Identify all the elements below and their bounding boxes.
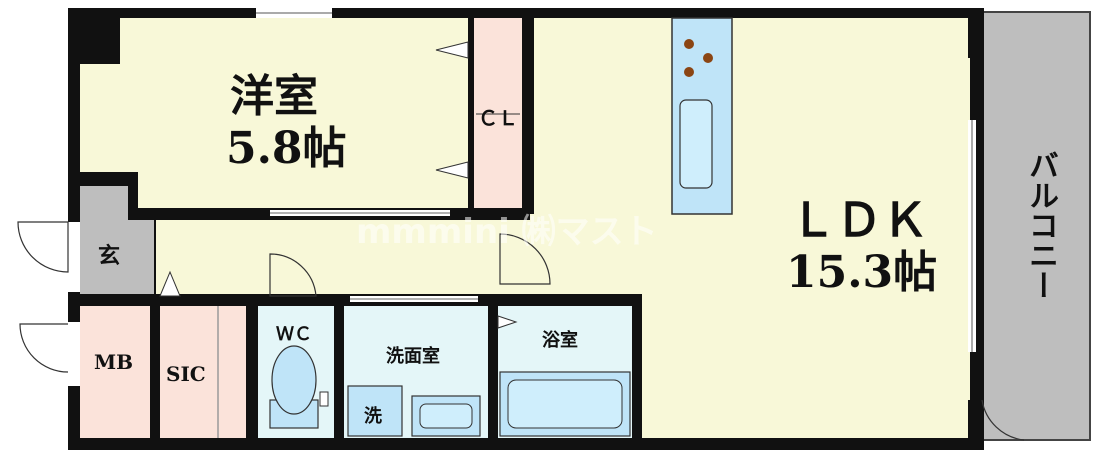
sic-area xyxy=(160,306,246,438)
mb-label: MB xyxy=(94,350,134,374)
entrance-area xyxy=(80,220,154,294)
entrance-label: 玄 xyxy=(98,243,121,269)
watermark: mmmini ㈱マスト xyxy=(356,212,658,252)
mb-area xyxy=(80,306,152,438)
hallway-area xyxy=(156,220,490,294)
ldk-name: ＬＤＫ xyxy=(790,193,928,247)
wc-label: ＷＣ xyxy=(276,324,312,345)
sic-label: SIC xyxy=(166,362,206,386)
kitchen-sink xyxy=(679,99,713,189)
toilet-bowl xyxy=(271,345,317,415)
washer-space xyxy=(347,385,403,437)
balcony-area xyxy=(977,11,1091,441)
western-room-name: 洋室 xyxy=(230,71,318,122)
washroom-label: 洗面室 xyxy=(386,346,440,367)
balcony-label: バルコニー xyxy=(1023,150,1058,300)
bath-label: 浴室 xyxy=(542,330,578,351)
washer-label: 洗 xyxy=(364,406,382,427)
closet-area xyxy=(474,18,522,212)
entrance-notch xyxy=(80,186,128,220)
ldk-lower-fill xyxy=(642,296,970,438)
western-room-size: 5.8帖 xyxy=(226,123,347,174)
closet-label: ＣＬ xyxy=(478,106,518,130)
ldk-size: 15.3帖 xyxy=(786,247,938,298)
western-room-area xyxy=(80,18,468,212)
bath-wall-right xyxy=(632,296,642,440)
